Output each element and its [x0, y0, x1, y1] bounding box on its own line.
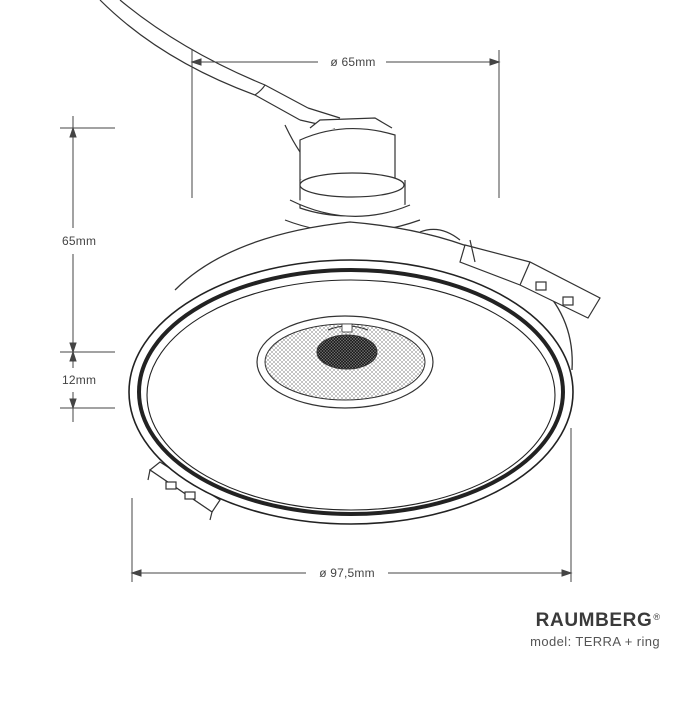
lamp-socket	[284, 117, 421, 234]
registered-mark: ®	[653, 611, 660, 622]
dimension-bottom-diameter	[130, 428, 573, 582]
bottom-diameter-label: ø 97,5mm	[319, 566, 375, 580]
top-diameter-label: ø 65mm	[330, 55, 375, 69]
brand-name: RAUMBERG	[535, 610, 653, 631]
ring-height-label: 12mm	[62, 373, 96, 387]
dimension-height	[60, 116, 115, 422]
reflector	[256, 315, 434, 409]
power-cable	[99, 0, 341, 153]
model-label: model: TERRA + ring	[530, 634, 660, 649]
brand-block: RAUMBERG® model: TERRA + ring	[470, 610, 660, 649]
dimension-top-diameter	[190, 50, 501, 198]
terminal-block-left	[147, 461, 221, 521]
brand-logo: RAUMBERG®	[470, 610, 660, 632]
terminal-block-right	[419, 228, 601, 319]
height-label: 65mm	[62, 234, 96, 248]
